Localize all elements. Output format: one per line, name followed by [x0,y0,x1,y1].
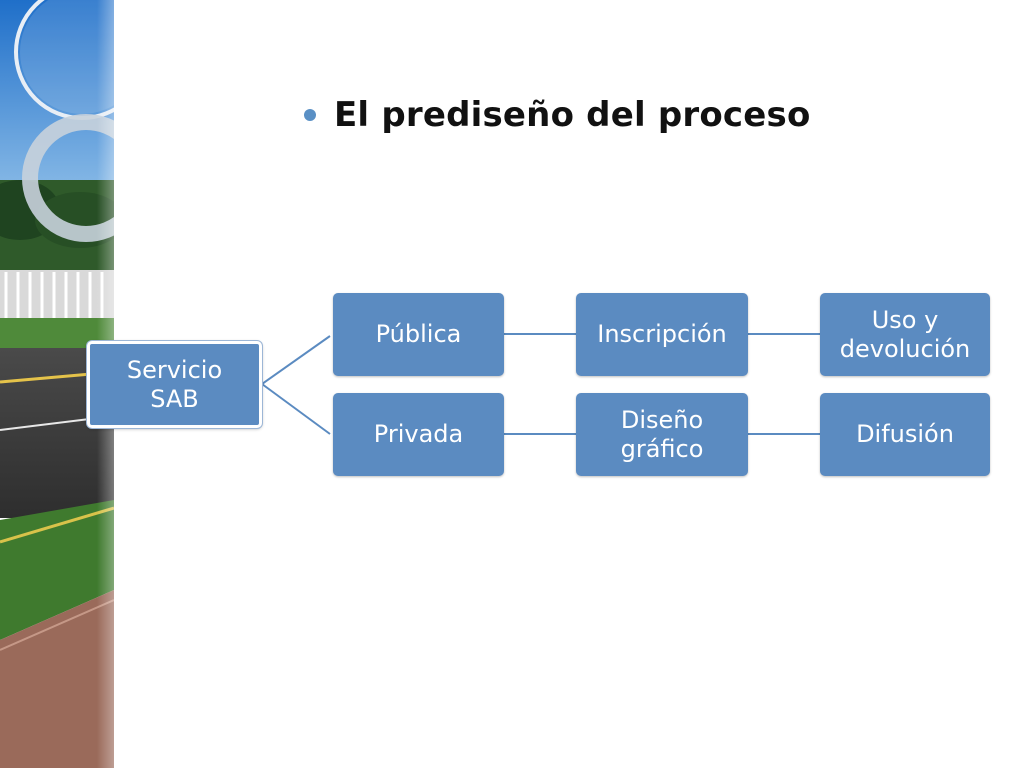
node-branch-2-step-1: Diseño gráfico [576,393,748,476]
slide-title-row: El prediseño del proceso [304,90,811,140]
connector-root-branch-1 [261,335,331,385]
node-branch-1-step-2: Uso y devolución [820,293,990,376]
connector-root-branch-2 [261,383,331,435]
node-branch-2: Privada [333,393,504,476]
node-branch-2-step-2: Difusión [820,393,990,476]
side-photo-decoration [0,0,114,768]
node-branch-1: Pública [333,293,504,376]
slide-title: El prediseño del proceso [334,95,811,135]
node-branch-1-step-1: Inscripción [576,293,748,376]
node-root: Servicio SAB [87,341,262,428]
bullet-icon [304,109,316,121]
